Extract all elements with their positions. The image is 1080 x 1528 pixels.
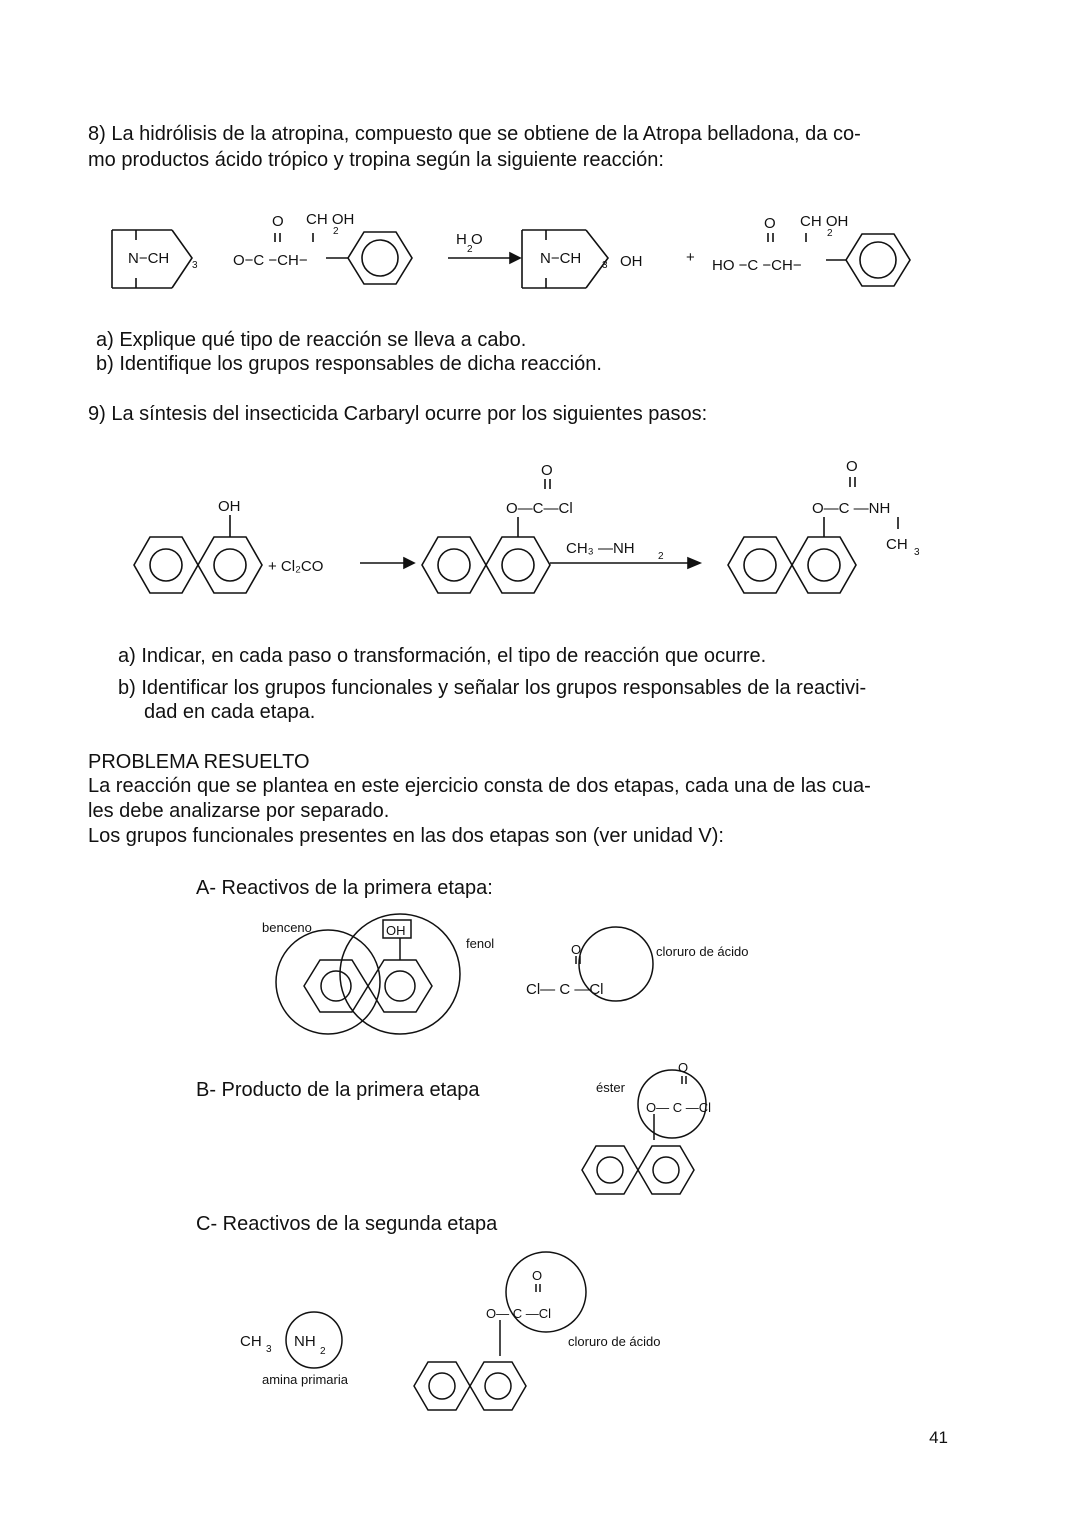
fig-a-carbonyl-o: O [571, 942, 581, 957]
page-number: 41 [929, 1428, 948, 1447]
water-label: H O [456, 231, 483, 248]
benceno-label: benceno [262, 920, 312, 935]
carbamate-group: O—C —NH [812, 500, 890, 517]
section-a-label: A- Reactivos de la primera etapa: [196, 877, 493, 899]
section-b-label: B- Producto de la primera etapa [196, 1079, 480, 1101]
fig-c-chloroformate: O— C —Cl [486, 1306, 551, 1321]
phosgene-reagent: + Cl₂CO [268, 558, 323, 575]
q8-item-b: b) Identifique los grupos responsables d… [96, 353, 602, 375]
resuelto-title: PROBLEMA RESUELTO [88, 751, 310, 773]
phosgene-structure: Cl— C —Cl [526, 981, 604, 998]
fig-c-sub3: 3 [266, 1344, 272, 1355]
sub2-left: 2 [333, 226, 339, 237]
methylamine-reagent: CH₃ —NH [566, 540, 635, 557]
chloroformate-group: O—C—Cl [506, 500, 573, 517]
carbonyl-o-left: O [272, 213, 284, 230]
cloruro-label-a: cloruro de ácido [656, 944, 749, 959]
section-c-label: C- Reactivos de la segunda etapa [196, 1213, 498, 1235]
q9-item-a: a) Indicar, en cada paso o transformació… [118, 645, 767, 667]
amina-primaria-label: amina primaria [262, 1372, 349, 1387]
resuelto-p1: La reacción que se plantea en este ejerc… [88, 775, 871, 797]
sub2-right: 2 [827, 228, 833, 239]
fig-c-carbonyl-o: O [532, 1268, 542, 1283]
naphthol-oh: OH [218, 498, 241, 515]
amino-group: NH [294, 1333, 316, 1350]
carbonyl-o-2: O [846, 458, 858, 475]
cloruro-label-c: cloruro de ácido [568, 1334, 661, 1349]
q8-item-a: a) Explique qué tipo de reacción se llev… [96, 329, 527, 351]
acid-chain: HO −C −CH− [712, 257, 802, 274]
sub3-right: 3 [602, 260, 608, 271]
sub3-left: 3 [192, 260, 198, 271]
q8-line-1: 8) La hidrólisis de la atropina, compues… [88, 123, 861, 145]
carbonyl-o-right: O [764, 215, 776, 232]
figure-a-reactants: benceno OH fenol O Cl— C —Cl cloruro de … [262, 913, 749, 1035]
fig-b-chloroformate: O— C —Cl [646, 1100, 711, 1115]
methyl-group: CH [240, 1333, 262, 1350]
n-ch3-right: N−CH [540, 250, 581, 267]
carbonyl-o-1: O [541, 462, 553, 479]
fig-c-sub2: 2 [320, 1346, 326, 1357]
ester-label: éster [596, 1080, 626, 1095]
figure-c-reactants: CH 3 NH 2 amina primaria O O— C —Cl clor… [240, 1251, 661, 1411]
plus-sign: + [686, 249, 695, 266]
ester-chain: O−C −CH− [233, 252, 308, 269]
sub3-methyl: 3 [914, 547, 920, 558]
resuelto-p2: les debe analizarse por separado. [88, 800, 390, 822]
fenol-label: fenol [466, 936, 494, 951]
carbaryl-synthesis-scheme: OH + Cl₂CO O O—C—Cl CH₃ —NH 2 O O—C —NH … [133, 458, 920, 594]
n-methyl: CH [886, 536, 908, 553]
q8-line-2: mo productos ácido trópico y tropina seg… [88, 149, 664, 171]
atropine-hydrolysis-scheme: N−CH 3 O−C −CH− O CH OH 2 H O 2 N−CH 3 O… [111, 211, 911, 289]
fenol-oh: OH [386, 923, 406, 938]
fig-b-carbonyl-o: O [678, 1060, 688, 1075]
ch2oh-left: CH OH [306, 211, 354, 228]
q9-item-b-line1: b) Identificar los grupos funcionales y … [118, 677, 867, 699]
sub2-amine: 2 [658, 551, 664, 562]
q9-intro: 9) La síntesis del insecticida Carbaryl … [88, 403, 708, 425]
resuelto-p3: Los grupos funcionales presentes en las … [88, 825, 724, 847]
ch2oh-right: CH OH [800, 213, 848, 230]
sub2-water: 2 [467, 244, 473, 255]
q9-item-b-line2: dad en cada etapa. [144, 701, 316, 723]
figure-b-product: éster O O— C —Cl [581, 1060, 711, 1195]
n-ch3-left: N−CH [128, 250, 169, 267]
tropine-oh: OH [620, 253, 643, 270]
